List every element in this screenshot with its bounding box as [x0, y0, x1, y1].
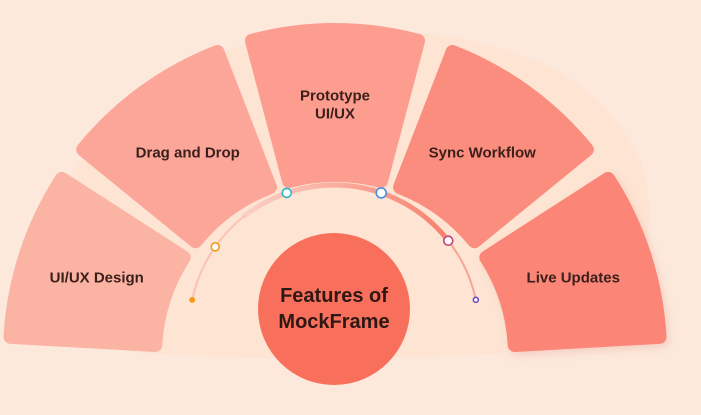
arc-marker-2 — [210, 242, 221, 252]
arc-marker-1 — [189, 296, 196, 303]
arc-marker-4 — [375, 187, 388, 199]
segment-label-drag-drop: Drag and Drop — [136, 144, 240, 161]
arc-marker-5 — [442, 235, 454, 247]
arc-marker-6 — [472, 296, 480, 304]
segment-label-sync-workflow: Sync Workflow — [429, 144, 537, 161]
segment-label-prototype-line2: UI/UX — [315, 106, 355, 123]
segment-uiux-design — [3, 171, 191, 352]
segment-drag-drop — [76, 44, 277, 249]
center-title-line2: MockFrame — [278, 311, 389, 333]
segment-label-prototype-line1: Prototype — [300, 88, 370, 105]
segment-sync-workflow — [393, 44, 594, 249]
connector-arc-left-tail — [191, 214, 246, 301]
arc-marker-3 — [281, 187, 293, 199]
center-title-line1: Features of — [280, 285, 388, 307]
segment-label-live-updates: Live Updates — [527, 270, 620, 287]
arc-markers — [189, 187, 480, 304]
segment-live-updates — [479, 171, 667, 352]
connector-arc — [242, 182, 448, 240]
segment-prototype — [244, 22, 426, 188]
segment-label-uiux-design: UI/UX Design — [50, 270, 144, 287]
center-circle — [258, 233, 410, 385]
